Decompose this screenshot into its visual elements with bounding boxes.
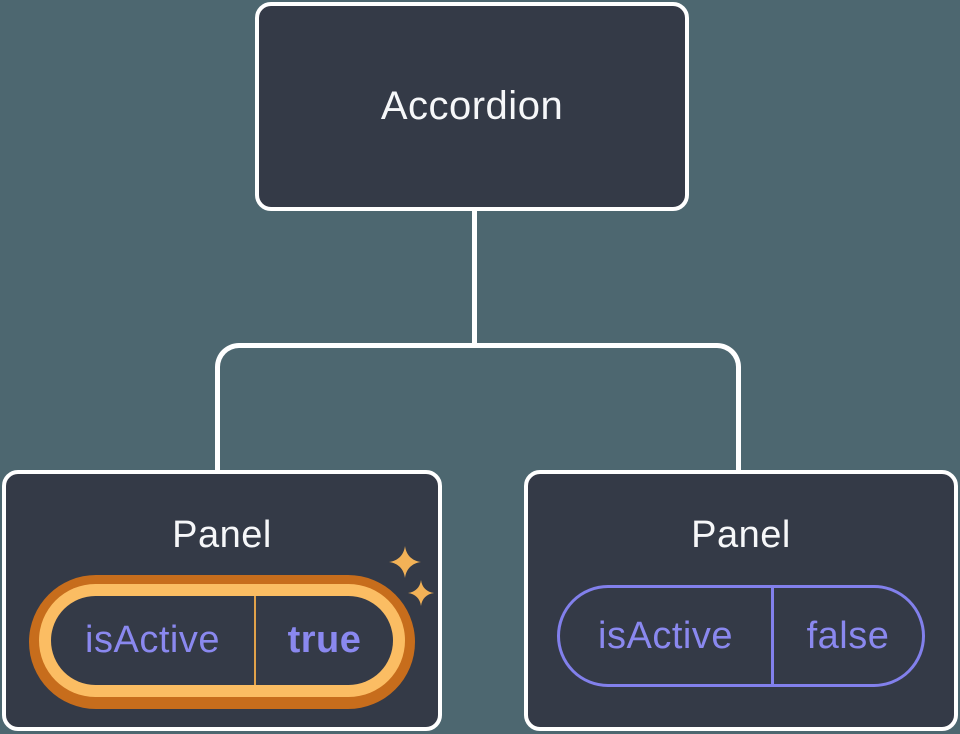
state-pill-inactive: isActive false [557, 585, 925, 687]
state-prop-value: true [287, 619, 362, 661]
state-pill-active: isActive true [51, 596, 393, 685]
state-prop-name: isActive [85, 619, 220, 661]
pill-divider [771, 588, 774, 684]
state-prop-value: false [806, 614, 890, 657]
connector-branch-line [215, 343, 741, 473]
state-pill-active-inner-ring: isActive true [39, 584, 405, 697]
pill-divider [254, 596, 256, 685]
state-pill-active-highlight-ring: isActive true [29, 575, 415, 709]
state-prop-name: isActive [598, 614, 733, 657]
connector-root-line [472, 208, 477, 348]
panel-node-active: Panel isActive true [2, 470, 442, 731]
sparkles-icon [389, 546, 434, 606]
root-node-accordion: Accordion [255, 2, 689, 211]
panel-node-inactive: Panel isActive false [524, 470, 958, 731]
panel-title: Panel [691, 514, 791, 556]
root-node-label: Accordion [380, 84, 564, 128]
panel-title: Panel [172, 514, 272, 556]
